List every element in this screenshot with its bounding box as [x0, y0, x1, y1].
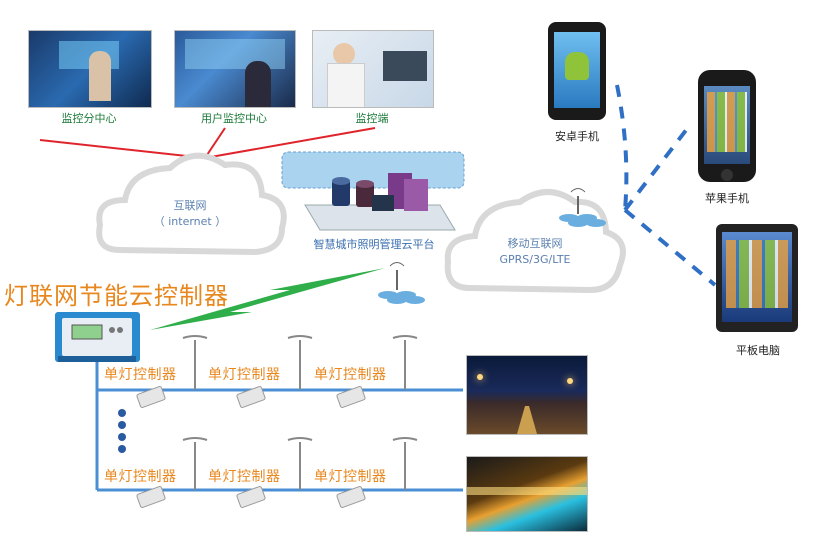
monitor-photo-user	[174, 30, 296, 108]
internet-line2: （ internet ）	[153, 215, 227, 228]
single-lamp-label: 单灯控制器	[104, 367, 177, 383]
internet-cloud	[96, 152, 287, 256]
ellipsis-dot	[118, 445, 126, 453]
platform-label: 智慧城市照明管理云平台	[313, 238, 435, 251]
controller-title: 灯联网节能云控制器	[4, 282, 229, 310]
monitor-photo-terminal	[312, 30, 434, 108]
android-icon	[565, 52, 589, 80]
internet-cloud-label: 互联网 （ internet ）	[130, 198, 250, 230]
blue-dashed-link	[623, 208, 717, 287]
internet-line1: 互联网	[173, 199, 207, 212]
tablet	[716, 224, 798, 332]
tunnel-photo	[466, 456, 588, 532]
single-lamp-label: 单灯控制器	[314, 367, 387, 383]
single-lamp-label: 单灯控制器	[208, 469, 281, 485]
iphone-label: 苹果手机	[705, 192, 749, 205]
monitor-photo-center	[28, 30, 152, 108]
monitor-label: 监控分中心	[61, 112, 117, 125]
android-phone	[548, 22, 606, 120]
green-link	[150, 268, 385, 330]
blue-dashed-link	[623, 123, 692, 212]
single-lamp-label: 单灯控制器	[314, 469, 387, 485]
tower-icon	[559, 188, 606, 227]
lamp-poles-row2	[182, 437, 418, 490]
single-lamp-label: 单灯控制器	[104, 469, 177, 485]
mobile-line1: 移动互联网	[507, 237, 563, 250]
controller-box	[55, 312, 140, 362]
ellipsis-dot	[118, 409, 126, 417]
lamp-modules	[136, 386, 366, 508]
ellipsis-dot	[118, 433, 126, 441]
monitor-label: 监控端	[355, 112, 389, 125]
single-lamp-label: 单灯控制器	[208, 367, 281, 383]
tablet-label: 平板电脑	[736, 344, 780, 357]
blue-dashed-link	[615, 84, 629, 211]
mobile-cloud-label: 移动互联网 GPRS/3G/LTE	[470, 236, 600, 268]
tower-icon	[378, 262, 425, 304]
monitor-label: 用户监控中心	[201, 112, 267, 125]
iphone	[698, 70, 756, 182]
red-link	[204, 127, 226, 159]
android-label: 安卓手机	[555, 130, 599, 143]
lamp-poles-row1	[182, 335, 418, 390]
street-night-photo	[466, 355, 588, 435]
ellipsis-dot	[118, 421, 126, 429]
mobile-line2: GPRS/3G/LTE	[499, 253, 571, 266]
